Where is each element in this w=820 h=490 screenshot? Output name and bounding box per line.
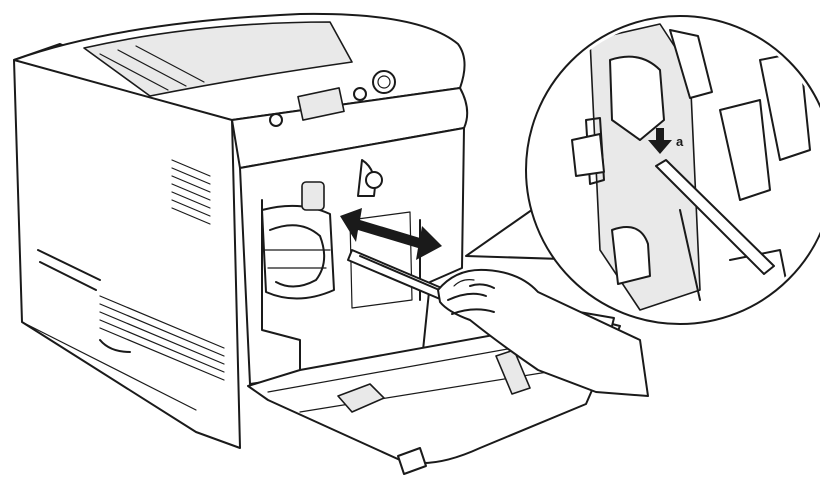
cleaning-rod-zoom — [655, 159, 775, 275]
double-arrow-icon — [340, 208, 442, 260]
panel-button — [353, 87, 367, 101]
cover-latch — [495, 349, 531, 395]
output-tray — [83, 21, 353, 97]
power-button — [269, 113, 283, 127]
cover-latch — [337, 383, 385, 413]
printer-icon — [13, 12, 469, 449]
lower-vent — [99, 295, 225, 381]
down-arrow-icon — [648, 128, 672, 154]
lcd-display — [297, 87, 345, 121]
hand-icon — [437, 268, 649, 397]
magnifier-callout: a — [465, 15, 820, 325]
side-vent — [171, 159, 211, 225]
panel-button — [372, 70, 396, 94]
drum-unit — [261, 159, 383, 300]
callout-label-a: a — [676, 134, 684, 149]
zoom-view — [571, 23, 811, 311]
